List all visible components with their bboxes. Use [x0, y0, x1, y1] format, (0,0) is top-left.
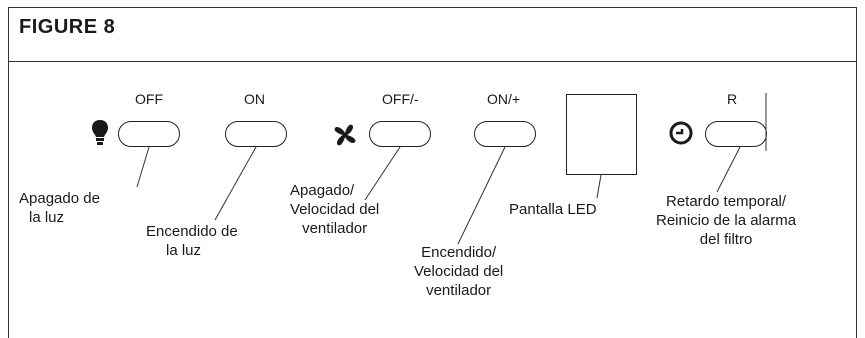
fan-off-label: OFF/- [382, 91, 419, 107]
leader-fan-on [457, 146, 506, 245]
fan-icon [334, 124, 356, 146]
leader-fan-off [364, 146, 401, 201]
caption-fan-on: Encendido/ Velocidad del ventilador [414, 244, 504, 299]
reset-button[interactable] [705, 121, 767, 147]
leader-led [596, 174, 602, 199]
led-display [566, 94, 637, 175]
fan-on-button[interactable] [474, 121, 536, 147]
fan-on-label: ON/+ [487, 91, 521, 107]
figure-title-bar [8, 7, 857, 62]
lightbulb-icon [92, 120, 108, 145]
caption-light-on: Encendido de la luz [146, 223, 238, 259]
light-off-label: OFF [135, 91, 163, 107]
caption-timer: Retardo temporal/ Reinicio de la alarma … [656, 193, 797, 248]
figure-title: FIGURE 8 [19, 16, 116, 38]
reset-label: R [727, 91, 738, 107]
fan-off-button[interactable] [369, 121, 431, 147]
clock-icon [669, 121, 693, 145]
light-off-button[interactable] [118, 121, 180, 147]
leader-timer [716, 146, 741, 193]
caption-fan-off: Apagado/ Velocidad del ventilador [290, 182, 380, 237]
leader-light-on [214, 146, 257, 221]
light-on-label: ON [244, 91, 265, 107]
caption-light-off: Apagado de la luz [19, 190, 100, 226]
leader-light-off [136, 146, 150, 188]
light-on-button[interactable] [225, 121, 287, 147]
caption-led: Pantalla LED [509, 201, 597, 218]
